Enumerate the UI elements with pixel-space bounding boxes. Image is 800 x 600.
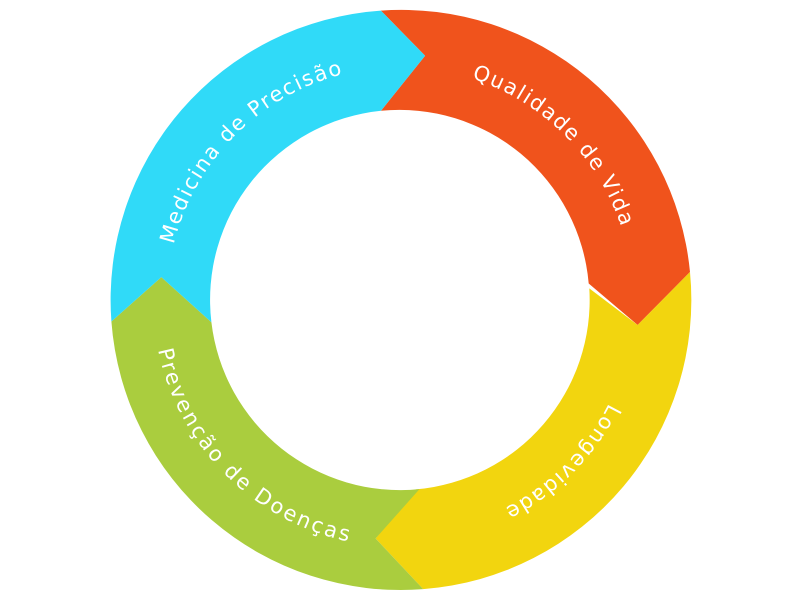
segment-longevidade: [375, 272, 692, 590]
segment-qualidade: [380, 9, 690, 325]
segment-prevencao: [111, 277, 424, 590]
segment-medicina: [110, 10, 426, 323]
